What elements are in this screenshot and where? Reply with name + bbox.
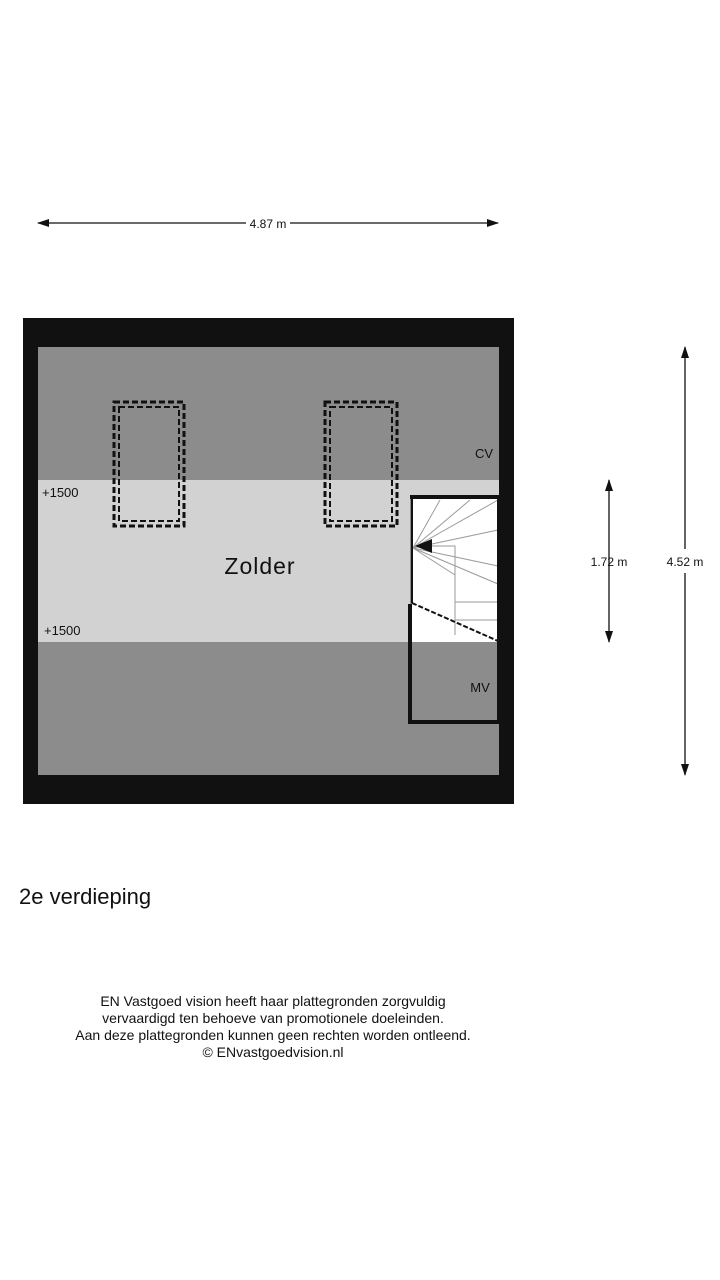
disclaimer: EN Vastgoed vision heeft haar plattegron… [0, 993, 546, 1061]
height-dimension: 4.52 m [667, 346, 704, 776]
disclaimer-line: Aan deze plattegronden kunnen geen recht… [75, 1027, 471, 1043]
height-dimension-label: 4.52 m [667, 555, 704, 569]
slope-label-bottom: +1500 [44, 623, 81, 638]
room-label: Zolder [224, 553, 295, 579]
disclaimer-line: EN Vastgoed vision heeft haar plattegron… [100, 993, 446, 1009]
stairwell [408, 495, 499, 724]
cv-label: CV [475, 446, 493, 461]
disclaimer-line: vervaardigd ten behoeve van promotionele… [102, 1010, 444, 1026]
low-height-dimension: 1.72 m [591, 479, 628, 643]
low-height-dimension-label: 1.72 m [591, 555, 628, 569]
width-dimension: 4.87 m [37, 217, 499, 231]
disclaimer-copyright: © ENvastgoedvision.nl [202, 1044, 344, 1060]
skylight-right [323, 400, 399, 528]
floor-title: 2e verdieping [19, 884, 152, 909]
slope-label-top: +1500 [42, 485, 79, 500]
width-dimension-label: 4.87 m [250, 217, 287, 231]
skylight-left [112, 400, 186, 528]
mv-label: MV [470, 680, 490, 695]
low-ceiling-zone-top [38, 347, 499, 480]
floor-plan: 4.87 m [23, 217, 704, 804]
